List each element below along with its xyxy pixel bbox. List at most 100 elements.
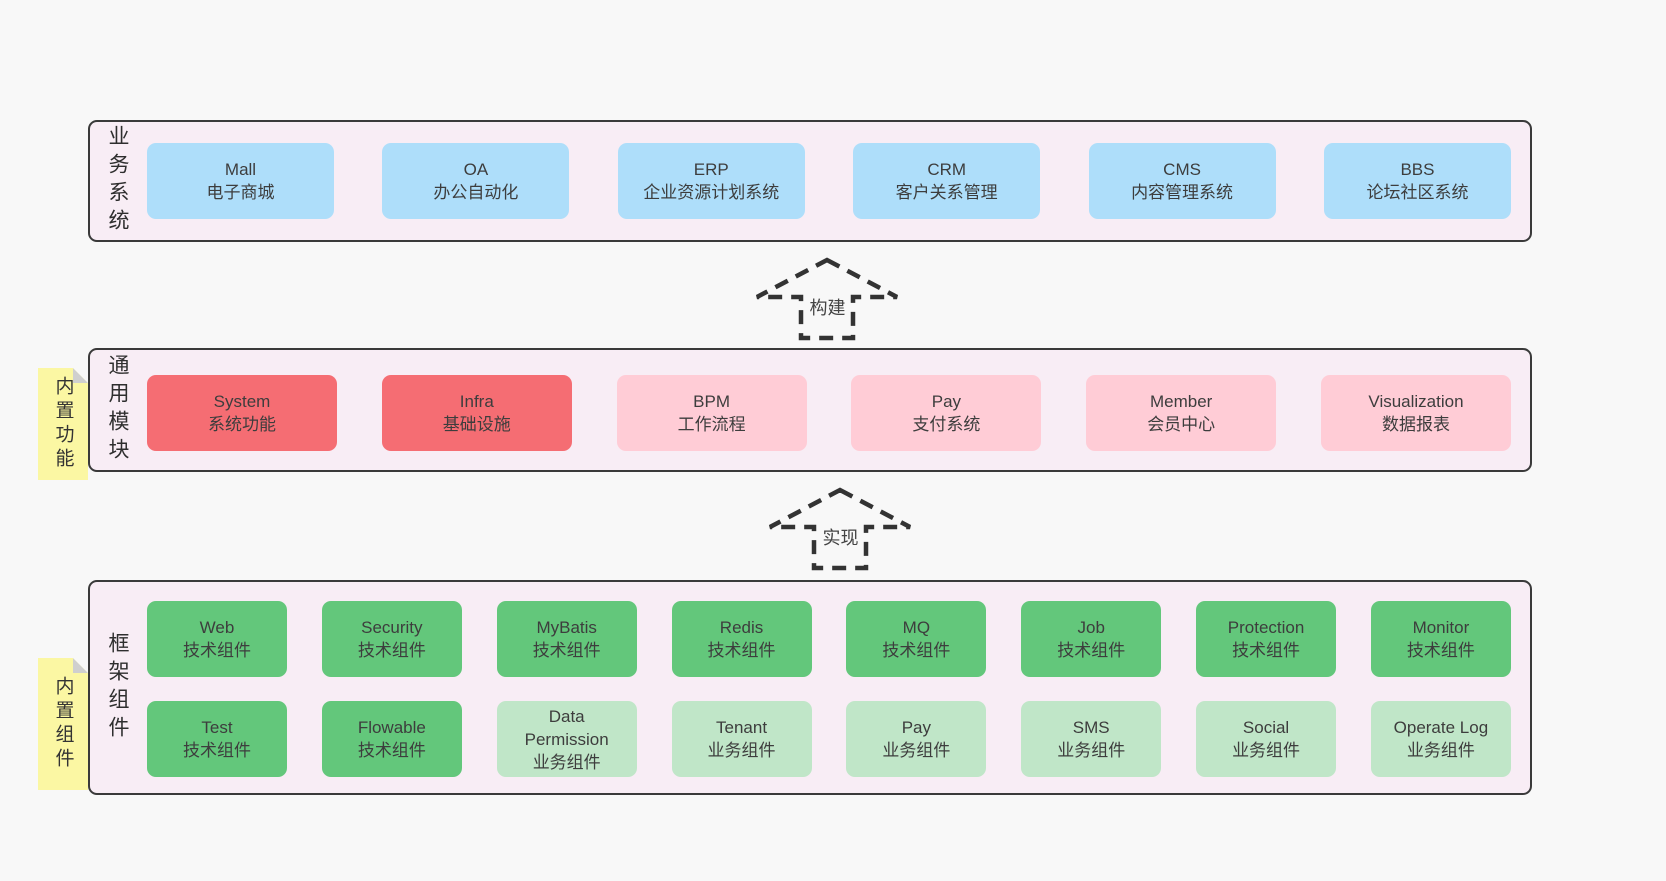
node-subtitle: 论坛社区系统 [1366, 183, 1469, 202]
band-common-modules: 通用模块 System 系统功能 Infra 基础设施 BPM 工作流程 Pay… [88, 348, 1532, 472]
node-title: Mall [224, 160, 257, 179]
arrow-implement-label: 实现 [819, 523, 862, 551]
node-subtitle: 业务组件 [1406, 741, 1475, 760]
folded-corner-icon [73, 658, 88, 673]
node-pay: Pay 支付系统 [851, 375, 1042, 451]
node-subtitle: 企业资源计划系统 [643, 183, 780, 202]
node-subtitle: 技术组件 [357, 641, 426, 660]
node-monitor: Monitor 技术组件 [1370, 601, 1511, 677]
node-title: Operate Log [1393, 718, 1489, 737]
sticky-label: 内置功能 [52, 376, 74, 472]
node-sms: SMS 业务组件 [1021, 701, 1162, 777]
node-job: Job 技术组件 [1021, 601, 1162, 677]
arrow-implement: 实现 [768, 487, 913, 571]
common-module-boxes-row: System 系统功能 Infra 基础设施 BPM 工作流程 Pay 支付系统… [147, 375, 1511, 451]
up-block-arrow-icon [768, 487, 912, 571]
node-visualization: Visualization 数据报表 [1320, 375, 1511, 451]
node-subtitle: 技术组件 [183, 741, 251, 760]
band-business-systems: 业务系统 Mall 电子商城 OA 办公自动化 ERP 企业资源计划系统 CRM… [88, 120, 1532, 242]
node-oa: OA 办公自动化 [382, 143, 570, 219]
node-mybatis: MyBatis 技术组件 [496, 601, 637, 677]
node-data-permission: Data Permission 业务组件 [496, 701, 637, 777]
node-system: System 系统功能 [147, 375, 337, 451]
framework-boxes-row-2: Test 技术组件 Flowable 技术组件 Data Permission … [147, 701, 1511, 777]
node-subtitle: 电子商城 [206, 183, 275, 202]
node-title: MyBatis [536, 618, 597, 637]
framework-boxes-row-1: Web 技术组件 Security 技术组件 MyBatis 技术组件 Redi… [147, 601, 1511, 677]
node-subtitle: 技术组件 [532, 641, 601, 660]
band-label-framework-components: 框架组件 [106, 631, 129, 744]
node-title: Test [201, 718, 233, 737]
node-title: Pay [901, 718, 932, 737]
node-subtitle: 内容管理系统 [1131, 183, 1234, 202]
node-operate-log: Operate Log 业务组件 [1370, 701, 1511, 777]
node-subtitle: 技术组件 [1057, 641, 1126, 660]
node-title: ERP [693, 160, 729, 179]
business-boxes-row: Mall 电子商城 OA 办公自动化 ERP 企业资源计划系统 CRM 客户关系… [147, 143, 1511, 219]
node-subtitle: 基础设施 [442, 415, 511, 434]
node-tenant: Tenant 业务组件 [671, 701, 812, 777]
node-title: Security [361, 618, 423, 637]
arrow-build: 构建 [755, 257, 900, 341]
node-title: MQ [902, 618, 931, 637]
sticky-built-in-features: 内置功能 [38, 368, 88, 480]
node-subtitle: 会员中心 [1147, 415, 1216, 434]
node-title: Job [1077, 618, 1105, 637]
band-label-common-modules: 通用模块 [106, 354, 129, 466]
node-subtitle: 工作流程 [677, 415, 746, 434]
node-title: Monitor [1412, 618, 1470, 637]
node-subtitle: 业务组件 [1057, 741, 1126, 760]
node-title: Social [1242, 718, 1290, 737]
node-title: Flowable [357, 718, 426, 737]
node-subtitle: 技术组件 [882, 641, 951, 660]
node-subtitle: 数据报表 [1381, 415, 1450, 434]
node-subtitle: 客户关系管理 [895, 183, 998, 202]
node-subtitle: 办公自动化 [433, 183, 519, 202]
up-block-arrow-icon [755, 257, 899, 341]
node-web: Web 技术组件 [147, 601, 287, 677]
node-crm: CRM 客户关系管理 [853, 143, 1041, 219]
node-subtitle: 系统功能 [208, 415, 276, 434]
node-bbs: BBS 论坛社区系统 [1323, 143, 1511, 219]
node-title: Pay [931, 392, 962, 411]
node-pay-business: Pay 业务组件 [846, 701, 987, 777]
node-title: Web [199, 618, 235, 637]
node-subtitle: 业务组件 [1232, 741, 1301, 760]
node-title: CRM [927, 160, 967, 179]
node-cms: CMS 内容管理系统 [1088, 143, 1276, 219]
node-subtitle: 技术组件 [183, 641, 251, 660]
node-bpm: BPM 工作流程 [616, 375, 807, 451]
node-security: Security 技术组件 [321, 601, 462, 677]
band-framework-components: 框架组件 Web 技术组件 Security 技术组件 MyBatis 技术组件… [88, 580, 1532, 795]
node-title: Data Permission [524, 706, 609, 749]
node-title: SMS [1072, 718, 1110, 737]
node-erp: ERP 企业资源计划系统 [617, 143, 805, 219]
node-subtitle: 技术组件 [1232, 641, 1301, 660]
node-subtitle: 业务组件 [532, 752, 601, 772]
node-social: Social 业务组件 [1196, 701, 1337, 777]
node-title: Infra [459, 392, 494, 411]
node-protection: Protection 技术组件 [1196, 601, 1337, 677]
node-mq: MQ 技术组件 [846, 601, 987, 677]
node-member: Member 会员中心 [1086, 375, 1277, 451]
node-subtitle: 支付系统 [912, 415, 981, 434]
node-subtitle: 业务组件 [882, 741, 951, 760]
node-subtitle: 技术组件 [707, 641, 776, 660]
node-mall: Mall 电子商城 [147, 143, 334, 219]
node-subtitle: 技术组件 [1406, 641, 1475, 660]
node-title: System [213, 392, 271, 411]
band-label-business-systems: 业务系统 [106, 125, 129, 237]
node-title: Visualization [1368, 392, 1464, 411]
node-subtitle: 技术组件 [357, 741, 426, 760]
node-title: Protection [1227, 618, 1305, 637]
node-test: Test 技术组件 [147, 701, 287, 777]
arrow-build-label: 构建 [806, 293, 849, 321]
node-subtitle: 业务组件 [707, 741, 776, 760]
node-flowable: Flowable 技术组件 [321, 701, 462, 777]
node-title: CMS [1163, 160, 1201, 179]
node-redis: Redis 技术组件 [671, 601, 812, 677]
node-title: Tenant [716, 718, 768, 737]
node-title: BPM [693, 392, 731, 411]
node-title: Redis [719, 618, 764, 637]
